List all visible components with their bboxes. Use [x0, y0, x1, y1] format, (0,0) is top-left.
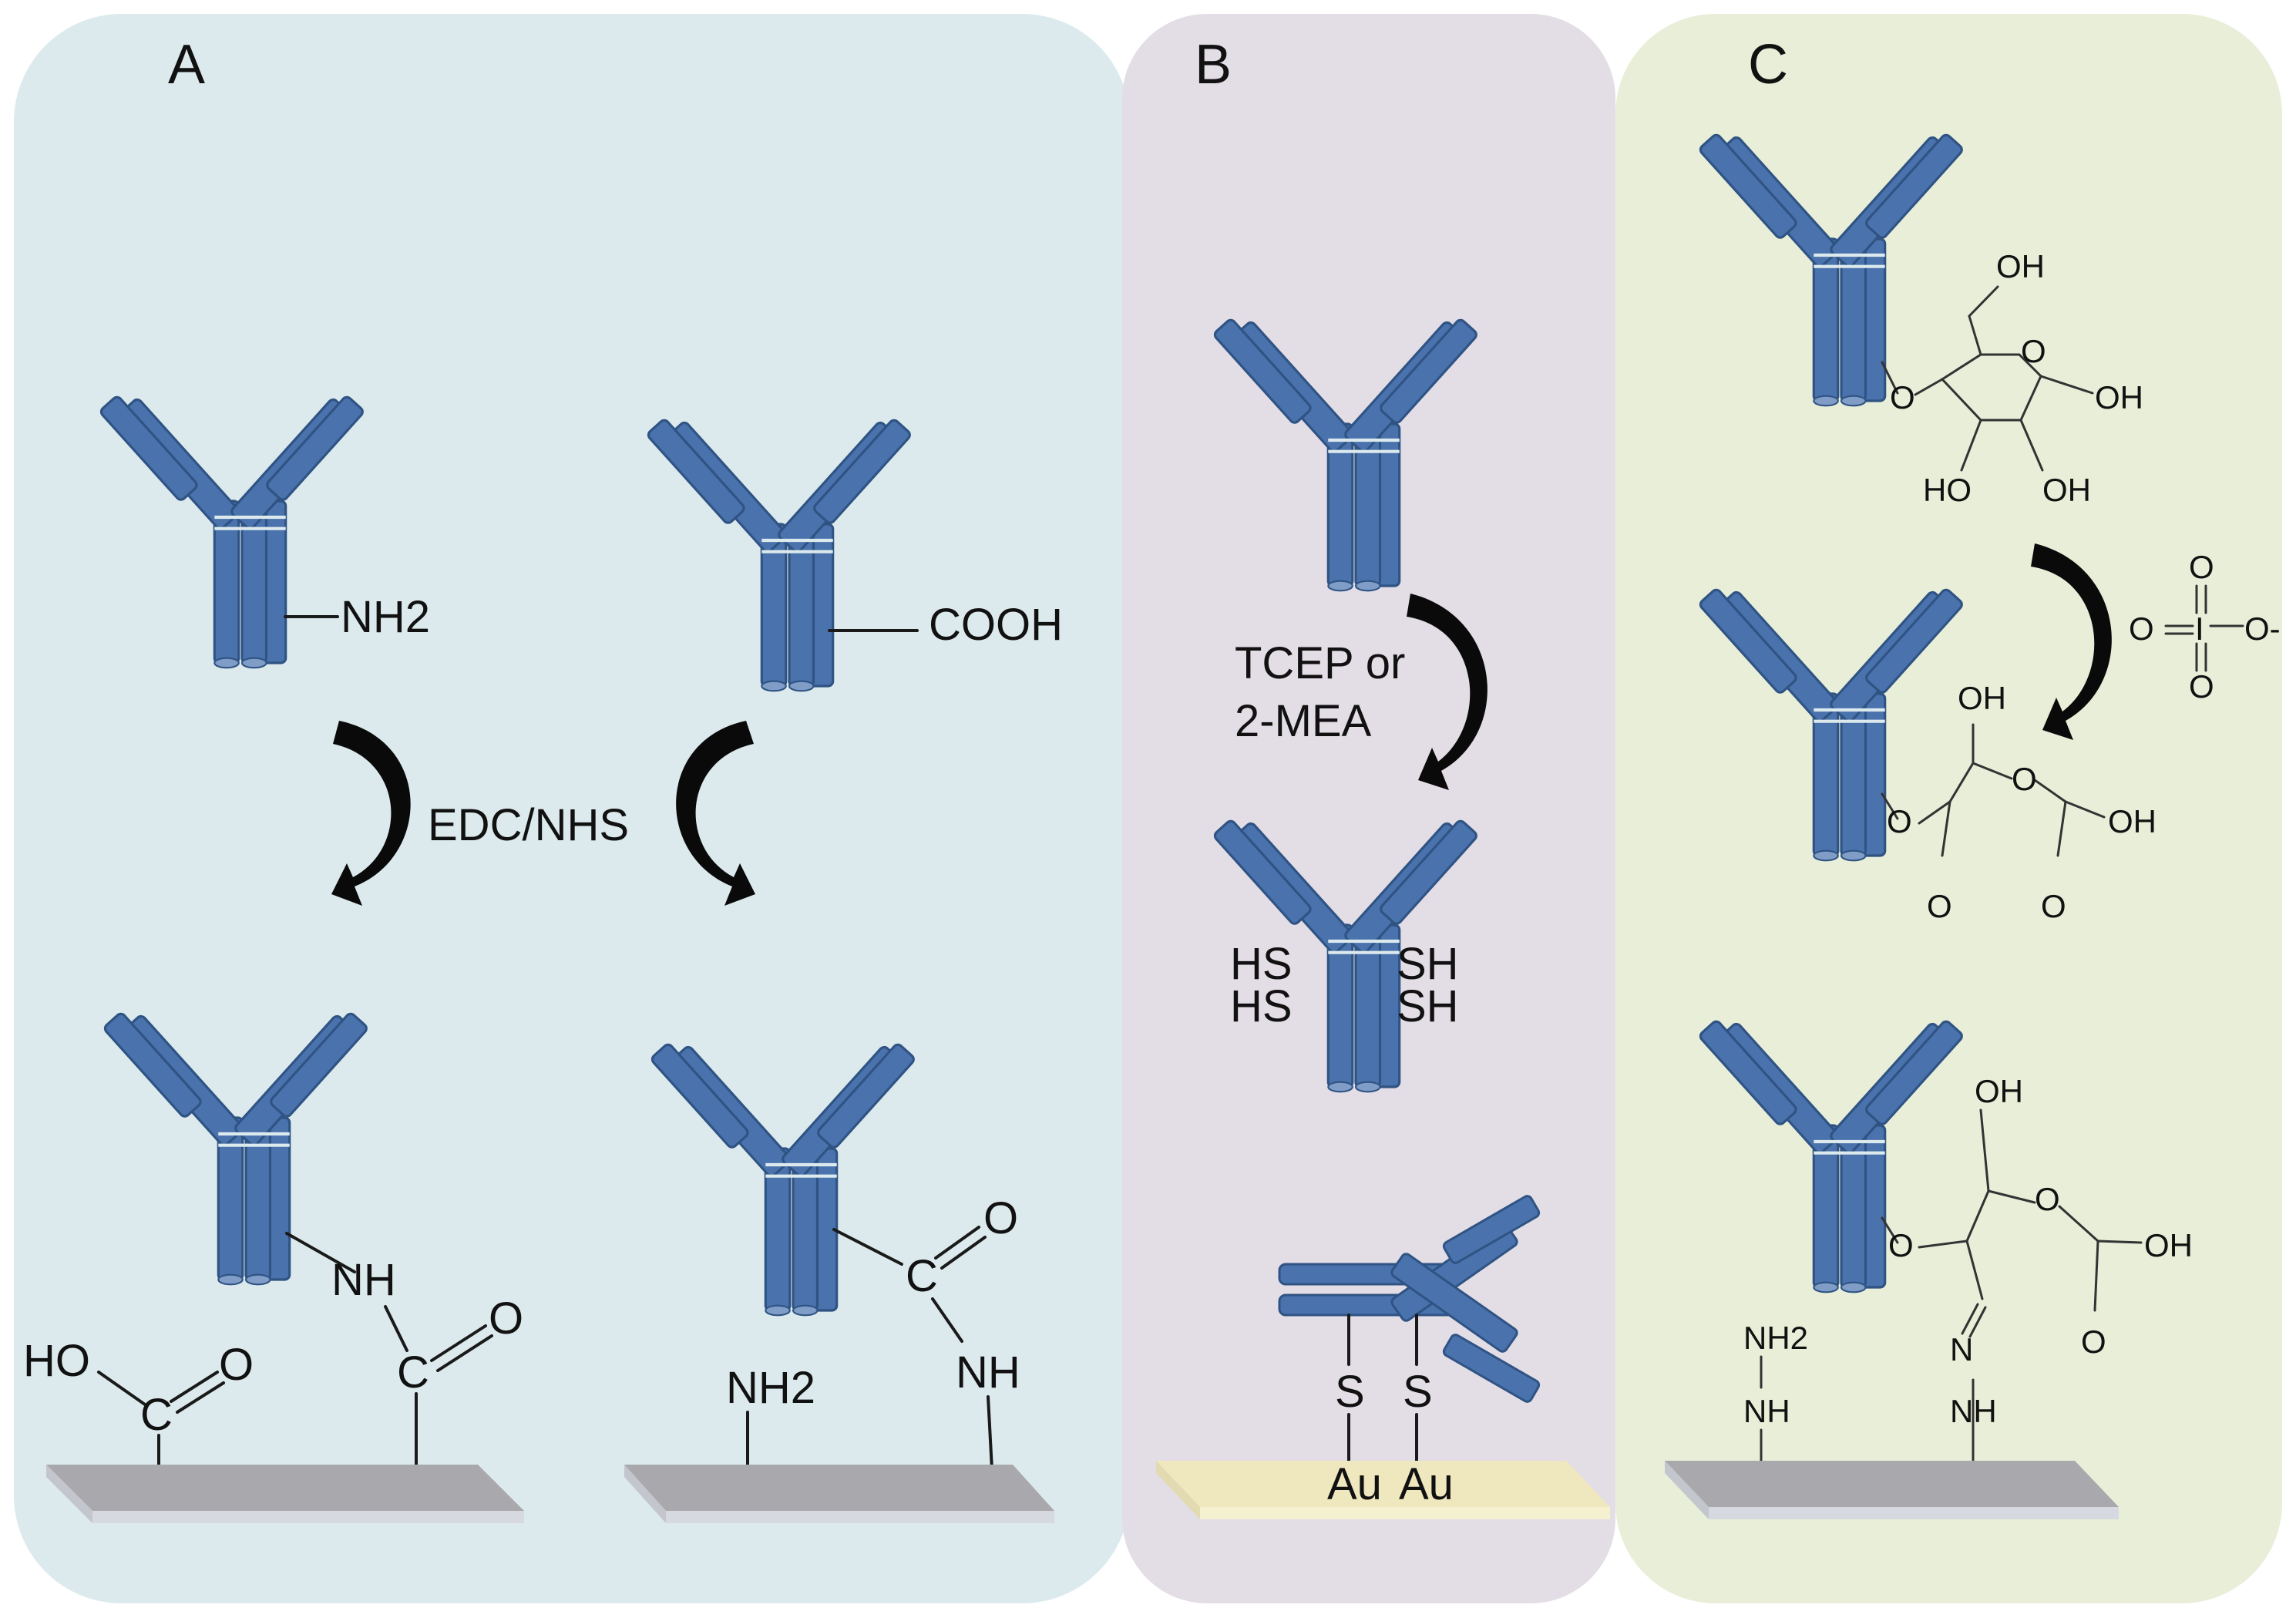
c3-o-ald: O	[2081, 1324, 2106, 1360]
gold-atom-1: Au	[1327, 1459, 1382, 1509]
c2-o-ald-2: O	[2041, 888, 2066, 924]
arrow-reduce-icon	[1407, 594, 1488, 790]
surface-c	[1665, 1461, 2119, 1519]
sugar-ring	[1881, 285, 2094, 472]
bl-acid-c: C	[140, 1390, 173, 1440]
hydrazone-linker	[1881, 1108, 2143, 1470]
br-bond-co-1	[934, 1226, 980, 1260]
arrow-left-down-icon	[331, 721, 411, 906]
c2-o-ald-1: O	[1927, 888, 1952, 924]
bl-bond-acid-co-2	[176, 1381, 225, 1414]
svg-text:O: O	[2129, 611, 2154, 647]
amine-group-label: NH2	[341, 592, 430, 642]
sulfur-2: S	[1403, 1367, 1433, 1417]
c2-o-link: O	[1887, 803, 1912, 839]
panel-b-background	[1122, 14, 1615, 1603]
surface-a-right	[624, 1465, 1054, 1523]
panel-c-letter: C	[1748, 34, 1788, 96]
c2-o-mid: O	[2012, 761, 2037, 797]
svg-text:O: O	[2189, 668, 2214, 705]
thiol-right-1: SH	[1397, 939, 1459, 989]
tcep-label-line2: 2-MEA	[1235, 696, 1372, 746]
c1-oh-right: OH	[2095, 379, 2143, 415]
bl-acid-ho: HO	[23, 1336, 90, 1386]
surface-a-left	[46, 1465, 524, 1523]
bl-acid-o: O	[219, 1340, 254, 1390]
panel-a-letter: A	[168, 34, 205, 96]
c3-oh-right: OH	[2144, 1227, 2193, 1263]
surface-hydrazide-nh: NH	[1743, 1393, 1790, 1429]
c1-o-link: O	[1890, 379, 1915, 415]
br-amide-c: C	[906, 1251, 938, 1301]
panel-a-background	[14, 14, 1130, 1603]
gold-surface	[1156, 1461, 1610, 1519]
bl-bond-ho-c	[97, 1371, 146, 1406]
arrow-right-down-icon	[676, 721, 755, 906]
carboxyl-group-label: COOH	[929, 600, 1063, 650]
gold-atom-2: Au	[1399, 1459, 1454, 1509]
bl-amide-c: C	[397, 1347, 429, 1398]
half-antibody-on-gold	[1278, 1195, 1541, 1403]
sulfur-1: S	[1335, 1367, 1365, 1417]
bl-bond-co-1	[430, 1324, 487, 1362]
br-bond-ab	[832, 1228, 903, 1266]
c3-o-link: O	[1888, 1227, 1914, 1263]
br-surface-amine: NH2	[726, 1363, 815, 1413]
thiol-left-1: HS	[1230, 939, 1293, 989]
c2-oh-top: OH	[1958, 680, 2006, 716]
oxidized-sugar	[1881, 723, 2106, 857]
br-amide-n: NH	[956, 1347, 1020, 1398]
thiol-left-2: HS	[1230, 981, 1293, 1031]
c1-oh-bottom: OH	[2042, 472, 2091, 508]
svg-text:O: O	[2189, 549, 2214, 585]
bl-bond-acid-co-1	[170, 1371, 219, 1403]
bl-amide-o: O	[489, 1293, 523, 1344]
surface-hydrazide-nh2: NH2	[1743, 1320, 1808, 1356]
edc-nhs-label: EDC/NHS	[428, 800, 629, 850]
arrow-oxidize-icon	[2031, 543, 2112, 740]
c3-hydrazone-n: N	[1950, 1331, 1973, 1367]
c3-hydrazone-nh: NH	[1950, 1393, 1997, 1429]
c2-oh-right: OH	[2108, 803, 2156, 839]
tcep-label-line1: TCEP or	[1235, 638, 1405, 688]
panel-b-letter: B	[1195, 34, 1232, 96]
br-bond-cn	[931, 1297, 963, 1343]
bl-bond-nc	[384, 1305, 408, 1352]
bl-bond-co-2	[436, 1334, 493, 1372]
br-bond-co-2	[940, 1236, 987, 1270]
bl-amide-n: NH	[331, 1255, 396, 1305]
c3-o-mid: O	[2035, 1181, 2060, 1217]
periodate-structure: O O I O- O	[2129, 549, 2281, 705]
c1-oh-top: OH	[1996, 248, 2045, 284]
svg-text:I: I	[2195, 611, 2204, 647]
br-amide-o: O	[983, 1193, 1018, 1243]
c3-oh-top: OH	[1975, 1073, 2023, 1109]
c1-o-ring: O	[2021, 333, 2046, 369]
svg-text:O-: O-	[2244, 611, 2281, 647]
thiol-right-2: SH	[1397, 981, 1459, 1031]
c1-ho-bottom: HO	[1923, 472, 1972, 508]
bl-bond-ab	[285, 1232, 356, 1273]
